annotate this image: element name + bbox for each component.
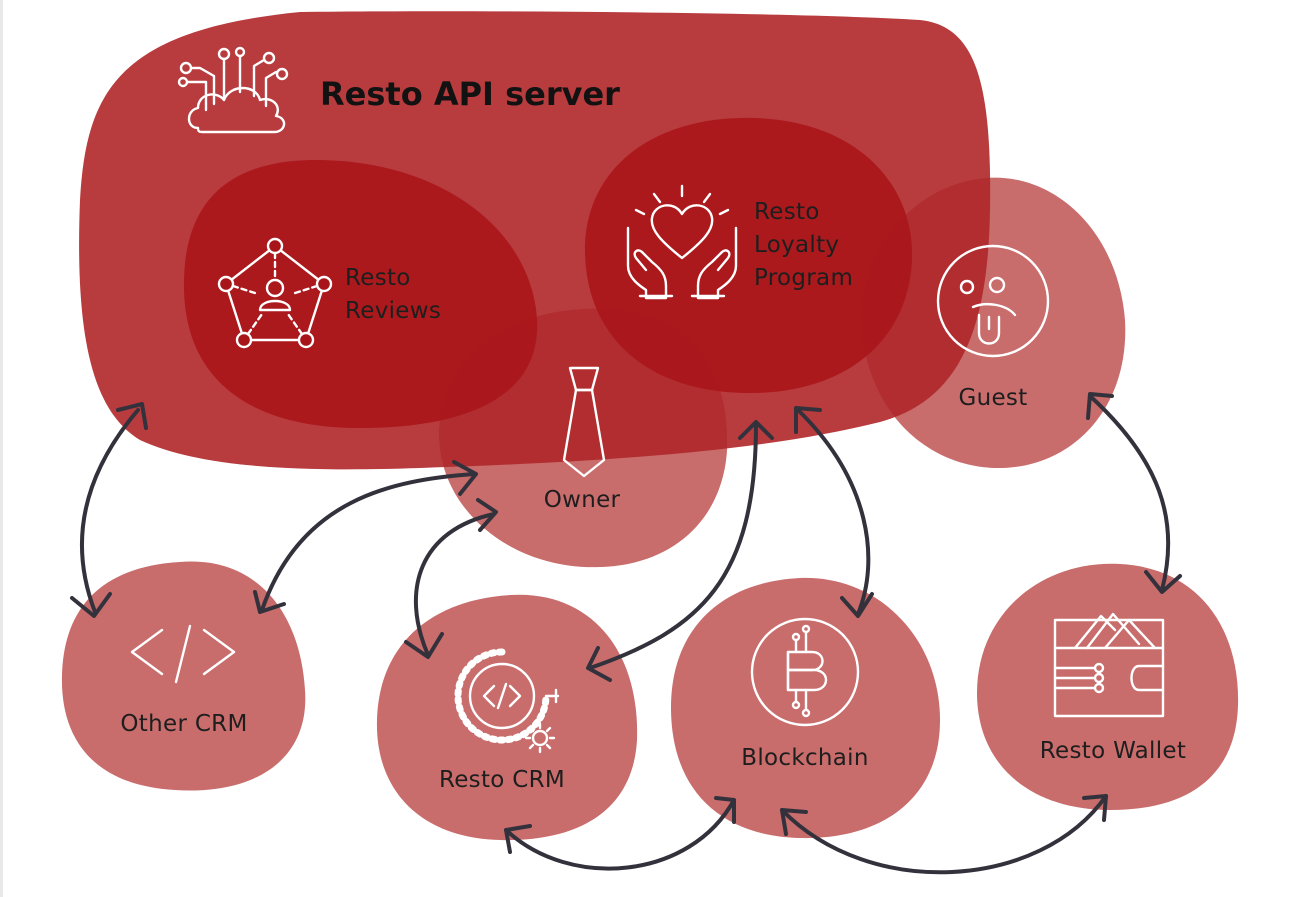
arrow-guest-wallet — [1088, 394, 1171, 592]
arrow-restocrm-blockchain — [504, 798, 736, 871]
wallet-label: Resto Wallet — [1039, 738, 1187, 764]
tongue-face-icon — [936, 244, 1050, 358]
bitcoin-chip-icon — [750, 617, 860, 727]
left-border — [0, 0, 3, 897]
arrow-loyalty-restocrm — [588, 422, 758, 670]
loyalty-label: Resto Loyalty Program — [754, 199, 854, 291]
guest-label: Guest — [958, 385, 1028, 411]
wallet-icon — [1053, 612, 1165, 718]
loyalty-blob — [585, 117, 913, 394]
arrow-loyalty-blockchain — [796, 408, 871, 616]
arrows — [70, 392, 1182, 875]
tie-icon — [562, 366, 606, 478]
api-server-title: Resto API server — [320, 75, 620, 113]
owner-label: Owner — [543, 487, 621, 513]
arrow-server-othercrm — [79, 408, 140, 614]
heart-hands-icon — [626, 184, 738, 300]
reviews-label: Resto Reviews — [345, 265, 442, 324]
other-crm-label: Other CRM — [120, 711, 248, 737]
reviews-blob — [183, 159, 538, 428]
cloud-circuit-icon — [177, 46, 289, 134]
arrow-blockchain-wallet — [780, 794, 1108, 875]
arrow-owner-othercrm — [260, 472, 476, 612]
reviews-network-icon — [217, 237, 333, 349]
code-gear-icon — [454, 648, 560, 754]
resto-crm-label: Resto CRM — [438, 767, 566, 793]
blockchain-label: Blockchain — [741, 745, 869, 771]
other-crm-blob — [61, 561, 306, 791]
wallet-blob — [976, 563, 1239, 810]
arrow-owner-restocrm — [413, 512, 496, 657]
code-brackets-icon — [130, 624, 236, 684]
resto-crm-blob — [376, 594, 638, 841]
